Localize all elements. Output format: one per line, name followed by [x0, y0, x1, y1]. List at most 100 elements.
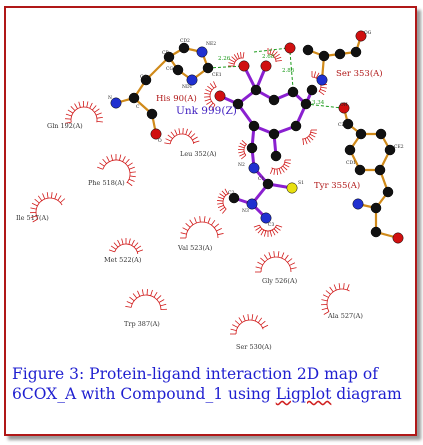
oxygen-atom: [338, 102, 350, 114]
atom-label: C1: [258, 176, 264, 182]
caption-text: Figure 3: Protein-ligand interaction 2D …: [12, 365, 378, 403]
carbon-atom: [354, 164, 366, 176]
carbon-atom: [318, 50, 330, 62]
hydrophobic-contact-arc: [255, 251, 297, 273]
hbond-line: [305, 103, 343, 109]
hydrophobic-contact-arc: [320, 283, 350, 315]
carbon-atom: [248, 120, 260, 132]
carbon-atom: [268, 94, 280, 106]
label-layer: His 90(A) Ser 353(A) Tyr 355(A) Unk 999(…: [16, 30, 404, 351]
atom-label: N: [108, 95, 112, 101]
hydrophobic-contact-arc: [230, 314, 269, 335]
atom-label: N3: [242, 208, 249, 214]
atom-label: ND1: [182, 84, 193, 90]
carbon-atom: [250, 84, 262, 96]
carbon-atom: [290, 120, 302, 132]
carbon-atom: [302, 44, 314, 56]
hbond-line: [207, 65, 245, 69]
carbon-atom: [232, 98, 244, 110]
caption-text-end: dia­gram: [331, 385, 402, 403]
carbon-atom: [342, 118, 354, 130]
atom-label: C: [136, 104, 140, 110]
carbon-atom: [128, 92, 140, 104]
atom-label: C2: [228, 190, 234, 196]
carbon-atom: [370, 202, 382, 214]
hydrophobic-contact-arc: [253, 224, 283, 237]
hydrophobic-contact-arc: [217, 188, 230, 214]
residue-label-tyr355: Tyr 355(A): [314, 180, 360, 191]
residue-label-phe518: Phe 518(A): [88, 179, 125, 187]
ligand-label: Unk 999(Z): [176, 105, 237, 117]
carbon-atom: [384, 144, 396, 156]
nitrogen-atom: [110, 97, 122, 109]
carbon-atom: [172, 64, 184, 76]
nitrogen-atom: [246, 198, 258, 210]
atom-label: CG: [166, 66, 173, 72]
carbon-atom: [300, 98, 312, 110]
carbon-atom: [374, 164, 386, 176]
oxygen-atom: [214, 90, 226, 102]
atom-label: CA: [140, 74, 147, 80]
carbon-atom: [382, 186, 394, 198]
atom-label: OH: [340, 102, 348, 108]
atom-layer: [110, 30, 404, 244]
nitrogen-atom: [316, 74, 328, 86]
atom-label: CZ: [338, 122, 345, 128]
carbon-atom: [268, 128, 280, 140]
hydrophobic-arcs: [29, 48, 350, 335]
residue-label-gln192: Gln 192(A): [47, 122, 83, 130]
carbon-atom: [146, 108, 158, 120]
carbon-atom: [202, 62, 214, 74]
residue-label-leu352: Leu 352(A): [180, 150, 217, 158]
residue-label-ser530: Ser 530(A): [236, 343, 272, 351]
carbon-atom: [246, 142, 258, 154]
residue-label-ile517: Ile 517(A): [16, 214, 49, 222]
sulfur-atom: [286, 182, 298, 194]
figure-caption: Figure 3: Protein-ligand interaction 2D …: [12, 364, 404, 404]
atom-label: CD2: [180, 38, 190, 44]
hydrophobic-contact-arc: [125, 289, 168, 311]
hydrophobic-contact-arc: [97, 154, 136, 187]
oxygen-atom: [392, 232, 404, 244]
atom-label: O: [158, 138, 162, 144]
hydrophobic-contact-arc: [204, 81, 217, 111]
carbon-atom: [262, 178, 274, 190]
oxygen-atom: [260, 60, 272, 72]
hbond-distance: 2.68: [262, 54, 275, 60]
carbon-atom: [355, 128, 367, 140]
atom-label: CD1: [346, 160, 356, 166]
carbon-atom: [350, 46, 362, 58]
carbon-atom: [140, 74, 152, 86]
hydrophobic-contact-arc: [270, 159, 291, 175]
oxygen-atom: [355, 30, 367, 42]
atom-label: NE2: [206, 41, 216, 47]
carbon-atom: [370, 226, 382, 238]
oxygen-atom: [284, 42, 296, 54]
oxygen-atom: [238, 60, 250, 72]
hydrophobic-contact-arc: [228, 52, 245, 67]
atom-label: N2: [238, 162, 245, 168]
atom-label: C3: [268, 222, 274, 228]
residue-label-val523: Val 523(A): [177, 244, 213, 252]
carbon-atom: [334, 48, 346, 60]
hbond-distance: 3.34: [312, 100, 325, 106]
atom-label: OG: [364, 30, 372, 36]
residue-label-ala527: Ala 527(A): [327, 312, 363, 320]
hydrophobic-contact-arc: [108, 238, 144, 255]
carbon-atom: [178, 42, 190, 54]
hbond-line: [289, 51, 294, 89]
residue-label-his90: His 90(A): [156, 93, 197, 104]
hydrophobic-contact-arc: [301, 129, 317, 145]
hydrophobic-contact-arc: [65, 100, 103, 124]
hydrophobic-contact-arc: [180, 216, 224, 239]
residue-label-trp387: Trp 387(A): [124, 320, 160, 328]
carbon-atom: [270, 150, 282, 162]
hydrophobic-contact-arc: [29, 192, 66, 223]
residue-label-met522: Met 522(A): [104, 256, 142, 264]
hydrophobic-contact-arc: [267, 48, 282, 63]
atom-label: CE2: [394, 144, 404, 150]
caption-ligplot-term: Ligplot: [275, 385, 332, 403]
carbon-atom: [228, 192, 240, 204]
carbon-atom: [163, 51, 175, 63]
hydrophobic-contact-arc: [237, 139, 248, 160]
